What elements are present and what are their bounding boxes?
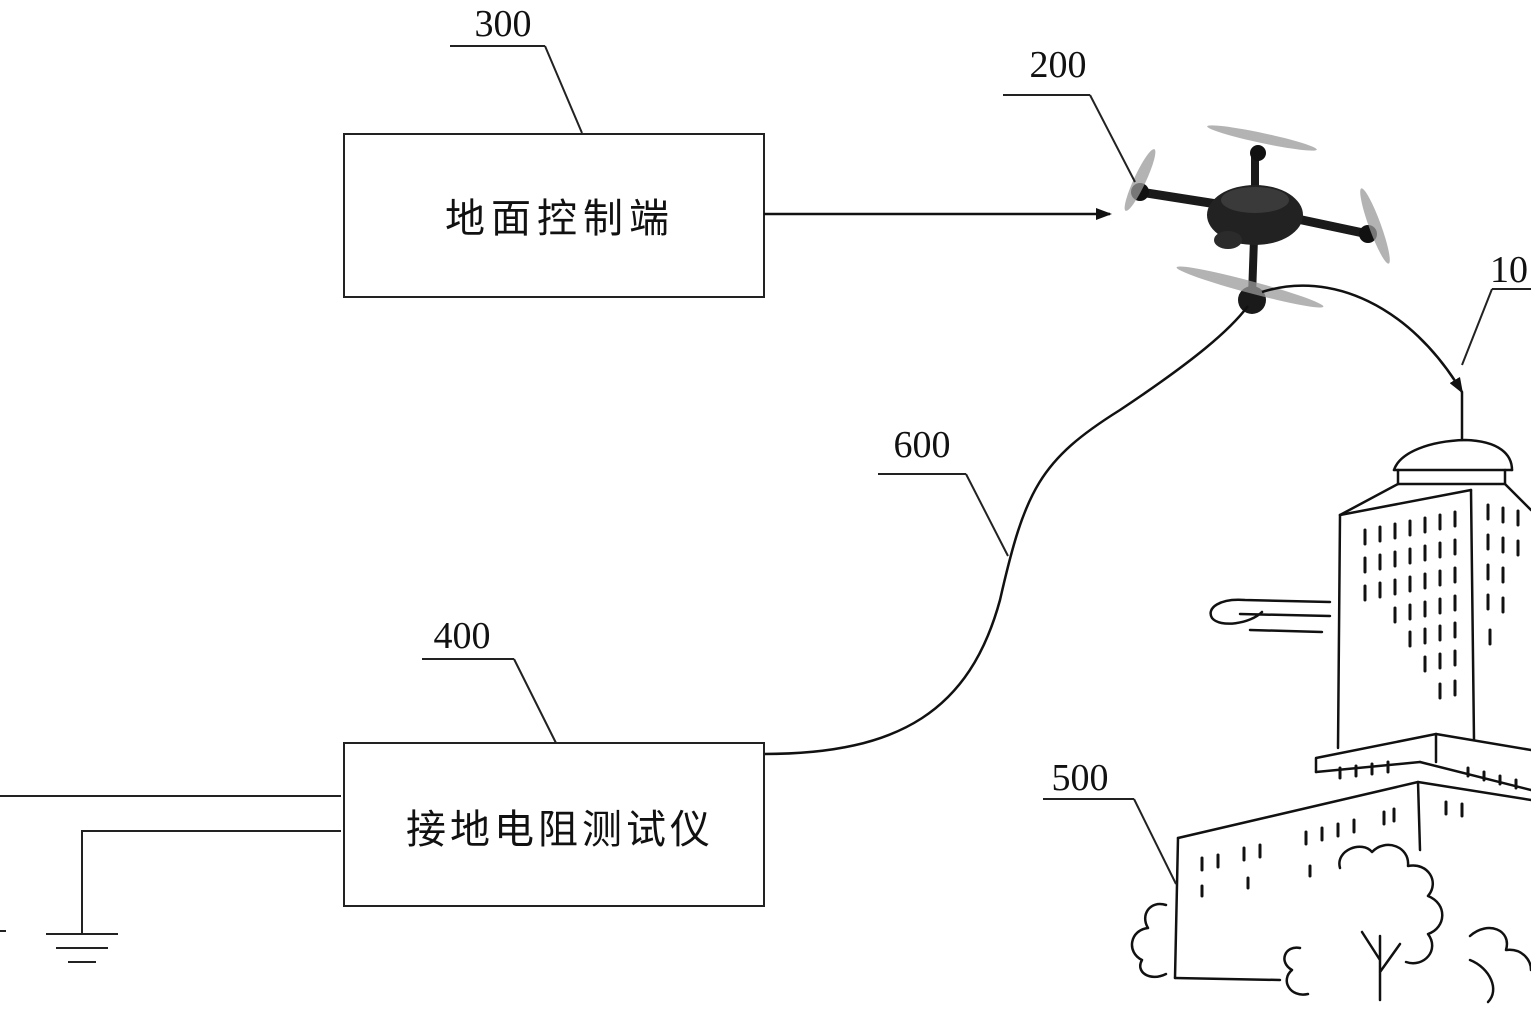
lightning-rod-leader: 10 — [1461, 249, 1531, 366]
ref-label-600: 600 — [894, 424, 951, 466]
drone-leader: 200 — [1003, 44, 1136, 183]
tester-wire-ground — [81, 830, 341, 933]
ref-label-400: 400 — [434, 615, 491, 657]
ref-label-10: 10 — [1490, 249, 1528, 291]
ground-resistance-tester: 接地电阻测试仪 — [343, 742, 765, 907]
building — [1130, 390, 1531, 1004]
tester-label: 接地电阻测试仪 — [406, 807, 714, 853]
ref-label-200: 200 — [1030, 44, 1087, 86]
ref-label-300: 300 — [475, 3, 532, 45]
cable-leader: 600 — [878, 424, 1009, 557]
ground-control-unit: 地面控制端 — [343, 133, 765, 298]
test-cable — [763, 305, 1249, 756]
drone — [1124, 125, 1390, 314]
drone-to-rod-arrow — [1261, 284, 1464, 394]
ground-control-label: 地面控制端 — [445, 196, 675, 242]
building-leader: 500 — [1043, 757, 1177, 885]
ref-label-500: 500 — [1052, 757, 1109, 799]
ground-symbol — [46, 933, 118, 963]
ground-control-leader: 300 — [450, 3, 583, 134]
tester-leader: 400 — [422, 615, 557, 744]
